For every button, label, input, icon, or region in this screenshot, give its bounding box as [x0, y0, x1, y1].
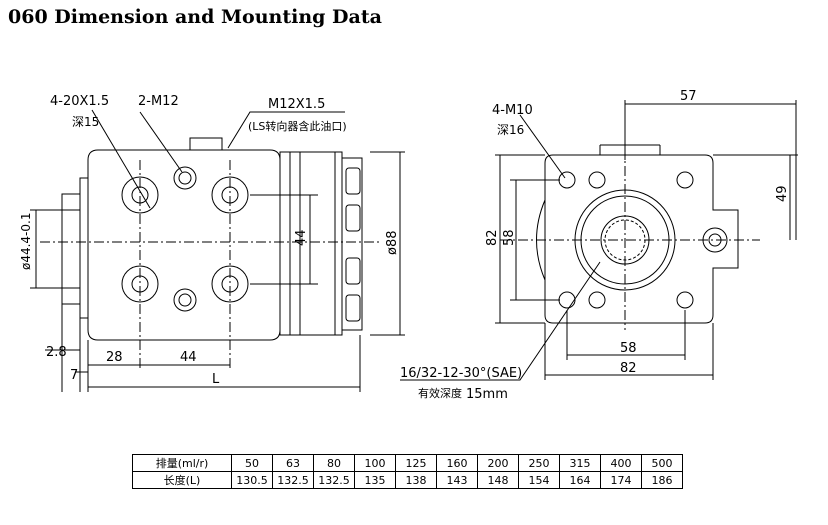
- dim-82-vertical: 82: [485, 229, 500, 246]
- length-cell: 132.5: [272, 471, 314, 489]
- displacement-cell: 200: [477, 454, 519, 472]
- length-cell: 164: [559, 471, 601, 489]
- dim-82-horizontal: 82: [620, 361, 637, 376]
- length-cell: 135: [354, 471, 396, 489]
- displacement-cell: 125: [395, 454, 437, 472]
- housing-body: [87, 149, 281, 341]
- displacement-row: 排量(ml/r) 50 63 80 100 125 160 200 250 31…: [132, 454, 683, 472]
- length-row: 长度(L) 130.5 132.5 132.5 135 138 143 148 …: [132, 471, 683, 489]
- side-housing: [544, 154, 739, 324]
- displacement-cell: 250: [518, 454, 560, 472]
- length-cell: 186: [641, 471, 683, 489]
- displacement-cell: 100: [354, 454, 396, 472]
- pilot-dia-label: ø44.4-0.1: [19, 213, 33, 270]
- dim-44-horizontal: 44: [180, 350, 197, 365]
- dim-2-8-label: 2.8: [46, 345, 67, 360]
- length-cell: 148: [477, 471, 519, 489]
- mount-thread-label: 2-M12: [138, 94, 179, 109]
- length-cell: 143: [436, 471, 478, 489]
- ls-port-label: M12X1.5: [268, 97, 325, 112]
- length-cell: 154: [518, 471, 560, 489]
- dim-58-horizontal: 58: [620, 341, 637, 356]
- length-cell: 132.5: [313, 471, 355, 489]
- length-cell: 174: [600, 471, 642, 489]
- dim-58-vertical: 58: [502, 229, 517, 246]
- displacement-cell: 50: [231, 454, 273, 472]
- spec-table: 排量(ml/r) 50 63 80 100 125 160 200 250 31…: [132, 454, 683, 489]
- page-title: 060 Dimension and Mounting Data: [8, 6, 382, 28]
- spline-label: 16/32-12-30°(SAE): [400, 366, 522, 381]
- dim-7-label: 7: [70, 368, 78, 383]
- displacement-cell: 400: [600, 454, 642, 472]
- length-header: 长度(L): [132, 471, 232, 489]
- port-depth-label: 深15: [72, 115, 99, 129]
- dim-l-label: L: [212, 372, 220, 387]
- displacement-cell: 160: [436, 454, 478, 472]
- length-cell: 130.5: [231, 471, 273, 489]
- side-mount-thread-label: 4-M10: [492, 103, 533, 118]
- spline-depth-caption: 有效深度: [418, 386, 462, 400]
- spline-depth-value: 15mm: [466, 387, 508, 402]
- dim-88-label: ø88: [385, 231, 400, 256]
- ls-note-label: (LS转向器含此油口): [248, 119, 347, 133]
- port-circle: [121, 176, 159, 214]
- displacement-cell: 500: [641, 454, 683, 472]
- side-mount-depth-label: 深16: [497, 123, 524, 137]
- dim-57-label: 57: [680, 89, 697, 104]
- port-thread-label: 4-20X1.5: [50, 94, 109, 109]
- dim-44-vertical: 44: [294, 229, 309, 246]
- mounting-drawing: 4-20X1.5 深15 2-M12 M12X1.5 (LS转向器含此油口) ø…: [19, 89, 798, 402]
- displacement-cell: 315: [559, 454, 601, 472]
- displacement-cell: 80: [313, 454, 355, 472]
- dim-28-label: 28: [106, 350, 123, 365]
- displacement-header: 排量(ml/r): [132, 454, 232, 472]
- displacement-cell: 63: [272, 454, 314, 472]
- dim-49-label: 49: [775, 185, 790, 202]
- length-cell: 138: [395, 471, 437, 489]
